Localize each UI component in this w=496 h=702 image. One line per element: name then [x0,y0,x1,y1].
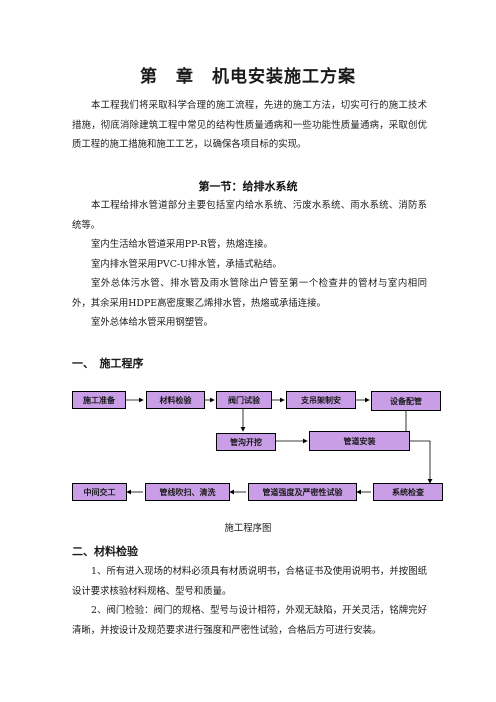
flow-step-construction-prep: 施工准备 [72,391,126,409]
paragraph-material-docs: 1、所有进入现场的材料必须具有材质说明书，合格证书及使用说明书，并按图纸设计要求… [72,566,427,597]
flow-step-valve-test: 阀门试验 [216,391,272,409]
paragraph-water-supply-pipe: 室内生活给水管道采用PP-R管，热熔连接。 [91,239,273,250]
flow-step-support-fabrication: 支吊架制安 [286,391,356,409]
flow-step-trench-excavation: 管沟开挖 [216,433,276,451]
intro-paragraph: 本工程我们将采取科学合理的施工流程，先进的施工方法，切实可行的施工技术措施，彻底… [72,100,427,150]
section-heading-plumbing: 第一节：给排水系统 [198,180,298,193]
heading-construction-procedure: 一、 施工程序 [72,357,144,370]
flow-step-interim-handover: 中间交工 [72,483,127,501]
flow-step-pipe-installation: 管道安装 [309,431,410,451]
figure-caption: 施工程序图 [224,523,272,534]
flow-step-system-check: 系统检查 [373,483,443,501]
paragraph-valve-inspection: 2、阀门检验：阀门的规格、型号与设计相符，外观无缺陷，开关灵活，铭牌完好清晰，并… [72,605,427,636]
paragraph-outdoor-drain: 室外总体污水管、排水管及雨水管除出户管至第一个检查井的管材与室内相同外，其余采用… [72,278,427,309]
heading-material-inspection: 二、材料检验 [72,545,138,558]
paragraph-drain-pipe: 室内排水管采用PVC-U排水管，承插式粘结。 [91,259,282,270]
flow-step-line-flushing: 管线吹扫、清洗 [145,483,230,501]
flow-step-material-inspection: 材料检验 [146,391,205,409]
flow-step-pressure-test: 管道强度及严密性试验 [248,483,357,501]
page-title: 第 章 机电安装施工方案 [140,67,356,87]
flow-step-equipment-piping: 设备配管 [371,391,441,411]
paragraph-scope: 本工程给排水管道部分主要包括室内给水系统、污废水系统、雨水系统、消防系统等。 [72,200,427,231]
paragraph-outdoor-supply: 室外总体给水管采用钢塑管。 [91,317,213,328]
arrow-install-to-check [410,440,433,484]
